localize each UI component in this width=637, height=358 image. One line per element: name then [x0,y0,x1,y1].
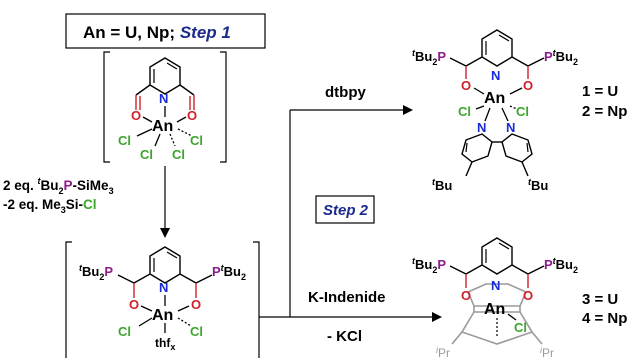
bracket-right-top [220,51,227,163]
atom-cl: Cl [190,324,203,339]
atom-o: O [187,108,197,123]
svg-text:iPr: iPr [540,345,554,358]
bottom-arrowhead [432,312,442,322]
intermediate-complex: tBu2P PtBu2 O O N An Cl Cl thfx [79,246,246,352]
bottom-reagent: K-Indenide [308,289,386,306]
reagent-line-2: -2 eq. Me3Si-Cl [3,197,97,215]
product-label-3: 3 = U [582,291,618,308]
atom-n: N [491,68,500,83]
atom-cl: Cl [118,133,131,148]
atom-n: N [159,91,168,106]
product-dtbpy-complex: tBu2P PtBu2 O O N An Cl Cl N N tBu tBu [412,29,578,193]
atom-cl: Cl [458,104,471,119]
bottom-byproduct: - KCl [327,328,362,345]
svg-text:tBu2P: tBu2P [79,263,113,282]
svg-text:tBu: tBu [432,177,452,193]
step2-label: Step 2 [323,202,369,219]
product-label-1: 1 = U [582,83,618,100]
top-arrowhead [403,105,413,115]
bracket-left-top [103,51,110,163]
atom-cl: Cl [118,324,131,339]
starting-complex: O O N An Cl Cl Cl Cl [118,57,203,162]
atom-an: An [152,118,173,135]
reagent-line-1: 2 eq. tBu2P-SiMe3 [3,176,114,196]
product-indenide-complex: tBu2P PtBu2 iPr iPr O O N An Cl [412,237,578,358]
atom-an: An [152,307,173,324]
header-an-eq: An = U, Np; [83,23,180,42]
atom-n: N [159,280,168,295]
svg-text:tBu2P: tBu2P [412,48,446,67]
step2-box [315,195,375,224]
atom-cl: Cl [516,104,529,119]
product-label-4: 4 = Np [582,310,627,327]
atom-o: O [461,288,471,303]
step1-arrowhead [160,228,170,238]
svg-text:PtBu2: PtBu2 [544,256,578,275]
svg-text:iPr: iPr [436,345,450,358]
atom-thf: thfx [155,336,175,352]
atom-cl: Cl [190,133,203,148]
bracket-left-bottom [65,241,72,358]
bracket-right-bottom [253,241,260,358]
header-box [65,13,266,49]
atom-an: An [484,90,505,107]
atom-o: O [131,108,141,123]
atom-n: N [491,278,500,293]
svg-text:PtBu2: PtBu2 [212,263,246,282]
top-reagent: dtbpy [325,84,366,101]
atom-an: An [484,301,505,318]
atom-cl: Cl [140,147,153,162]
svg-text:PtBu2: PtBu2 [544,48,578,67]
svg-text:An = U, Np; Step 1: An = U, Np; Step 1 [83,23,231,42]
atom-o: O [461,78,471,93]
atom-cl: Cl [514,320,527,335]
atom-o: O [129,297,139,312]
atom-o: O [523,78,533,93]
header-step1: Step 1 [180,23,231,42]
atom-n: N [477,120,486,135]
atom-cl: Cl [172,147,185,162]
svg-text:tBu: tBu [528,177,548,193]
product-label-2: 2 = Np [582,103,627,120]
atom-n: N [506,120,515,135]
atom-o: O [523,288,533,303]
atom-o: O [191,297,201,312]
svg-text:tBu2P: tBu2P [412,256,446,275]
